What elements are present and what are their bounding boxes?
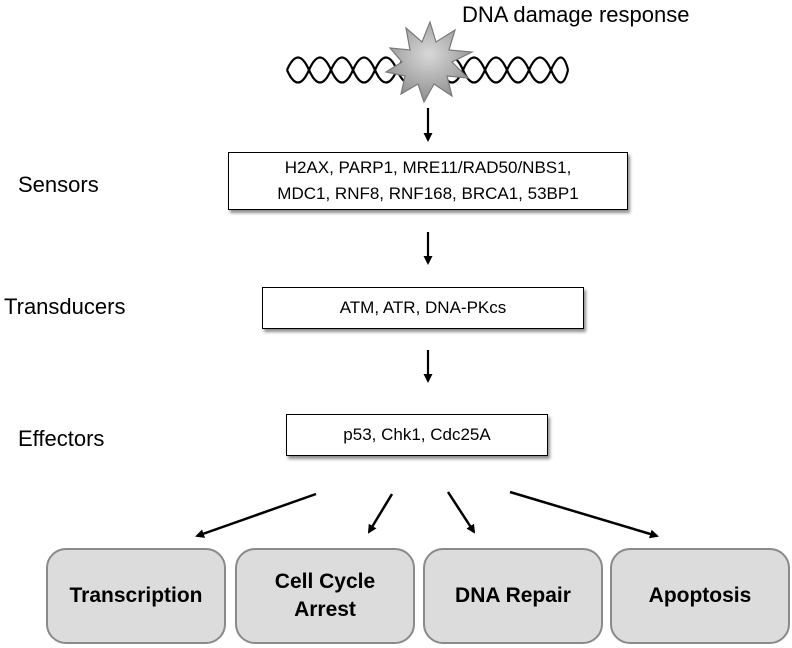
- transducers-box: ATM, ATR, DNA-PKcs: [262, 287, 584, 329]
- sensors-text-line1: H2AX, PARP1, MRE11/RAD50/NBS1,: [284, 158, 572, 177]
- stage-label-transducers: Transducers: [4, 294, 126, 319]
- outcome-cell-cycle-arrest: Cell Cycle Arrest: [235, 548, 415, 644]
- outcome-label-line2: Arrest: [294, 598, 356, 621]
- arrow-to-apoptosis: [509, 490, 659, 539]
- transducers-text: ATM, ATR, DNA-PKcs: [339, 298, 507, 317]
- outcome-apoptosis: Apoptosis: [610, 548, 790, 644]
- sensors-text-line2: MDC1, RNF8, RNF168, BRCA1, 53BP1: [277, 184, 579, 203]
- sensors-box: H2AX, PARP1, MRE11/RAD50/NBS1, MDC1, RNF…: [228, 152, 628, 210]
- outcome-label: Transcription: [69, 584, 203, 607]
- outcome-label: Apoptosis: [648, 584, 752, 607]
- outcome-label-line1: Cell Cycle: [274, 570, 376, 593]
- arrow-to-transcription: [195, 492, 317, 538]
- outcome-label: DNA Repair: [455, 584, 571, 607]
- diagram-title: DNA damage response: [462, 2, 690, 27]
- stage-label-sensors: Sensors: [18, 172, 99, 197]
- stage-label-effectors: Effectors: [18, 426, 105, 451]
- outcome-transcription: Transcription: [46, 548, 226, 644]
- arrow-to-cell-cycle-arrest: [367, 493, 394, 534]
- arrow-to-dna-repair: [446, 491, 476, 534]
- outcome-dna-repair: DNA Repair: [423, 548, 603, 644]
- damage-burst-icon: [384, 20, 475, 104]
- effectors-box: p53, Chk1, Cdc25A: [286, 414, 548, 456]
- effectors-text: p53, Chk1, Cdc25A: [343, 425, 491, 444]
